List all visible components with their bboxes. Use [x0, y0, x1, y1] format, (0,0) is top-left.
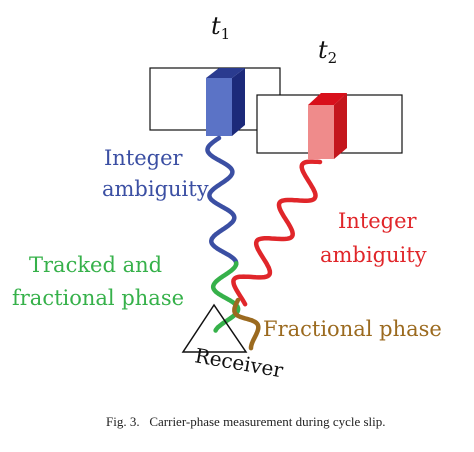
- satellite-t1-body-front: [206, 78, 232, 136]
- figure-caption: Fig. 3. Carrier-phase measurement during…: [106, 414, 386, 429]
- signal-wave-t2-fractional: [232, 297, 261, 351]
- label-integer-ambiguity-t2: Integer ambiguity: [320, 209, 427, 267]
- satellite-t2-body-side: [334, 93, 347, 159]
- label-fractional-phase: Fractional phase: [263, 317, 442, 341]
- satellite-t2-body-front: [308, 105, 334, 159]
- time-label-t2: t2: [318, 36, 337, 67]
- receiver-label: Receiver: [193, 343, 285, 382]
- signal-wave-t1-integer: [205, 135, 239, 267]
- time-label-t1: t1: [211, 12, 230, 43]
- satellite-t2-body-top: [308, 93, 347, 105]
- signal-wave-t2-integer: [231, 159, 323, 307]
- satellite-t2: [256, 93, 403, 159]
- signal-wave-t1-tracked: [210, 261, 241, 333]
- label-integer-ambiguity-t1: Integer ambiguity: [102, 146, 209, 201]
- label-tracked-fractional-phase: Tracked and fractional phase: [12, 253, 184, 310]
- satellite-t1-body-top: [206, 68, 245, 78]
- satellite-t1-body-side: [232, 68, 245, 136]
- receiver-triangle: [181, 303, 248, 353]
